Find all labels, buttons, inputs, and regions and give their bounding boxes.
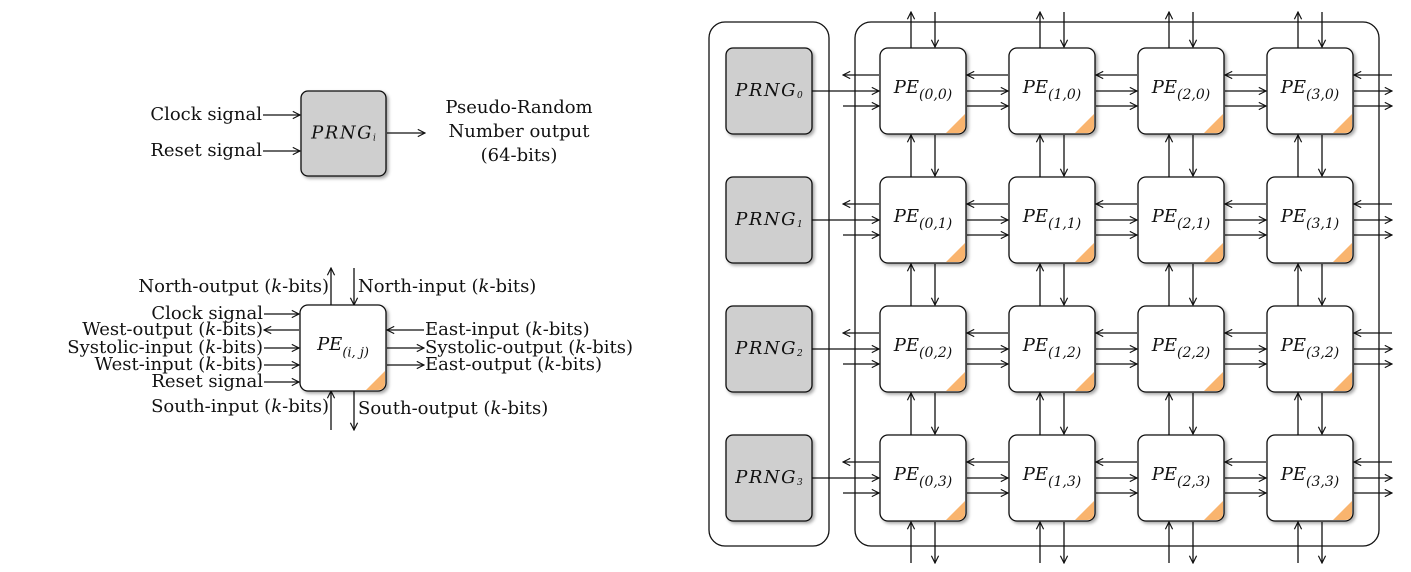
pe-block-2-2 — [1137, 305, 1225, 393]
pe-block-1-2-label: PE(1,2) — [1022, 335, 1081, 361]
pe-block-3-0-label: PE(3,0) — [1280, 77, 1339, 103]
prng-legend-block-label: PRNGi — [310, 123, 376, 144]
pe-block-3-3-corner-accent — [1333, 501, 1352, 520]
pe-block-2-3-label: PE(2,3) — [1151, 464, 1210, 490]
pe-block-3-0 — [1266, 47, 1354, 135]
pe-block-1-3-corner-accent — [1075, 501, 1094, 520]
pe-legend-east-input-label: East-input (k-bits) — [425, 319, 590, 340]
pe-block-3-1-label: PE(3,1) — [1280, 206, 1339, 232]
prng-block-1-label: PRNG1 — [734, 209, 803, 230]
pe-legend-block — [299, 304, 387, 392]
pe-block-0-3-corner-accent — [946, 501, 965, 520]
prng-legend-reset-label: Reset signal — [150, 140, 262, 161]
pe-block-3-1 — [1266, 176, 1354, 264]
pe-block-3-3 — [1266, 434, 1354, 522]
pe-legend-clock-label: Clock signal — [151, 303, 263, 324]
pe-block-2-1 — [1137, 176, 1225, 264]
pe-block-1-2-corner-accent — [1075, 372, 1094, 391]
prng-block-1 — [725, 176, 813, 264]
pe-block-3-2-label: PE(3,2) — [1280, 335, 1339, 361]
pe-block-0-3-label: PE(0,3) — [893, 464, 952, 490]
prng-legend-output-label-1: Number output — [449, 121, 591, 142]
pe-legend-west-input-label: West-input (k-bits) — [95, 354, 263, 375]
blocks-layer — [299, 47, 1354, 522]
pe-block-0-1 — [879, 176, 967, 264]
prng-block-3-label: PRNG3 — [734, 467, 803, 488]
pe-block-1-3 — [1008, 434, 1096, 522]
pe-block-1-1-corner-accent — [1075, 243, 1094, 262]
pe-block-0-1-corner-accent — [946, 243, 965, 262]
pe-legend-systolic-output-label: Systolic-output (k-bits) — [425, 337, 633, 358]
pe-block-0-0-label: PE(0,0) — [893, 77, 952, 103]
pe-block-0-3 — [879, 434, 967, 522]
pe-legend-west-output-label: West-output (k-bits) — [82, 319, 263, 340]
pe-legend-east-output-label: East-output (k-bits) — [425, 354, 602, 375]
pe-block-1-1-label: PE(1,1) — [1022, 206, 1081, 232]
pe-block-1-0-label: PE(1,0) — [1022, 77, 1081, 103]
prng-legend-block — [300, 90, 387, 177]
pe-block-3-2-corner-accent — [1333, 372, 1352, 391]
prng-block-2-label: PRNG2 — [734, 338, 803, 359]
pe-block-1-3-label: PE(1,3) — [1022, 464, 1081, 490]
pe-legend-south-output-label: South-output (k-bits) — [358, 398, 548, 419]
pe-block-2-1-label: PE(2,1) — [1151, 206, 1210, 232]
pe-block-2-1-corner-accent — [1204, 243, 1223, 262]
pe-block-3-3-label: PE(3,3) — [1280, 464, 1339, 490]
prng-column-frame — [708, 21, 830, 547]
prng-legend-clock-label: Clock signal — [150, 104, 262, 125]
prng-legend-output-label-0: Pseudo-Random — [445, 97, 592, 118]
pe-block-2-0 — [1137, 47, 1225, 135]
pe-legend-north-output-label: North-output (k-bits) — [138, 276, 329, 297]
pe-block-3-2 — [1266, 305, 1354, 393]
pe-block-1-2 — [1008, 305, 1096, 393]
pe-block-2-3-corner-accent — [1204, 501, 1223, 520]
pe-block-0-1-label: PE(0,1) — [893, 206, 952, 232]
pe-block-2-0-label: PE(2,0) — [1151, 77, 1210, 103]
pe-block-2-3 — [1137, 434, 1225, 522]
pe-block-0-0-corner-accent — [946, 114, 965, 133]
prng-block-2 — [725, 305, 813, 393]
pe-block-0-0 — [879, 47, 967, 135]
pe-block-2-2-label: PE(2,2) — [1151, 335, 1210, 361]
prng-block-0-label: PRNG0 — [734, 80, 803, 101]
pe-legend-systolic-input-label: Systolic-input (k-bits) — [67, 337, 263, 358]
pe-block-2-2-corner-accent — [1204, 372, 1223, 391]
pe-grid-frame — [854, 21, 1380, 547]
pe-block-1-0-corner-accent — [1075, 114, 1094, 133]
arrows-layer — [263, 12, 1392, 563]
pe-block-0-2 — [879, 305, 967, 393]
pe-block-0-2-corner-accent — [946, 372, 965, 391]
pe-legend-block-corner-accent — [366, 371, 385, 390]
pe-legend-north-input-label: North-input (k-bits) — [358, 276, 536, 297]
pe-block-2-0-corner-accent — [1204, 114, 1223, 133]
pe-legend-south-input-label: South-input (k-bits) — [151, 396, 329, 417]
pe-block-3-1-corner-accent — [1333, 243, 1352, 262]
pe-block-1-0 — [1008, 47, 1096, 135]
pe-legend-reset-label: Reset signal — [151, 371, 263, 392]
pe-legend-block-label: PE(i, j) — [316, 334, 369, 360]
pe-block-1-1 — [1008, 176, 1096, 264]
pe-block-0-2-label: PE(0,2) — [893, 335, 952, 361]
pe-block-3-0-corner-accent — [1333, 114, 1352, 133]
prng-legend-output-label-2: (64-bits) — [481, 145, 558, 166]
prng-block-0 — [725, 47, 813, 135]
prng-block-3 — [725, 434, 813, 522]
